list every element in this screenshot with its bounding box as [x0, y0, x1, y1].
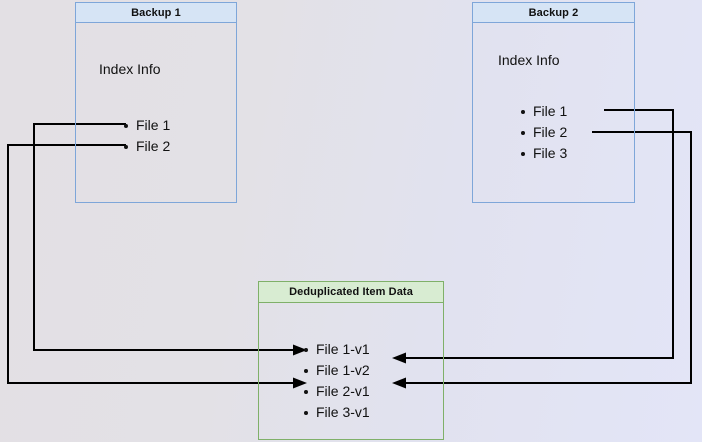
arrowhead-icon: [392, 352, 406, 364]
list-item[interactable]: File 1-v2: [301, 360, 370, 381]
edge-backup2-file1: [392, 109, 674, 364]
list-item[interactable]: File 3: [518, 143, 567, 164]
edge-backup2-file2: [392, 131, 692, 389]
node-backup-2-heading: Index Info: [498, 52, 560, 68]
arrowhead-icon: [392, 377, 406, 389]
list-item[interactable]: File 2-v1: [301, 381, 370, 402]
edge-backup1-file2: [7, 144, 307, 389]
edge-backup1-file1: [33, 123, 307, 356]
node-backup-1-heading: Index Info: [99, 61, 161, 77]
node-deduplicated-item-data-title: Deduplicated Item Data: [258, 281, 444, 303]
node-backup-1[interactable]: [75, 2, 237, 203]
list-item[interactable]: File 1: [121, 115, 170, 136]
list-item[interactable]: File 1-v1: [301, 339, 370, 360]
node-deduplicated-item-data-file-list: File 1-v1 File 1-v2 File 2-v1 File 3-v1: [301, 339, 370, 423]
list-item[interactable]: File 2: [518, 122, 567, 143]
node-backup-2-title: Backup 2: [472, 2, 635, 23]
arrowhead-icon: [293, 377, 307, 389]
node-backup-1-title: Backup 1: [75, 2, 237, 23]
list-item[interactable]: File 2: [121, 136, 170, 157]
list-item[interactable]: File 1: [518, 101, 567, 122]
list-item[interactable]: File 3-v1: [301, 402, 370, 423]
node-backup-2-file-list: File 1 File 2 File 3: [518, 101, 567, 164]
node-backup-1-file-list: File 1 File 2: [121, 115, 170, 157]
arrowhead-icon: [293, 344, 307, 356]
